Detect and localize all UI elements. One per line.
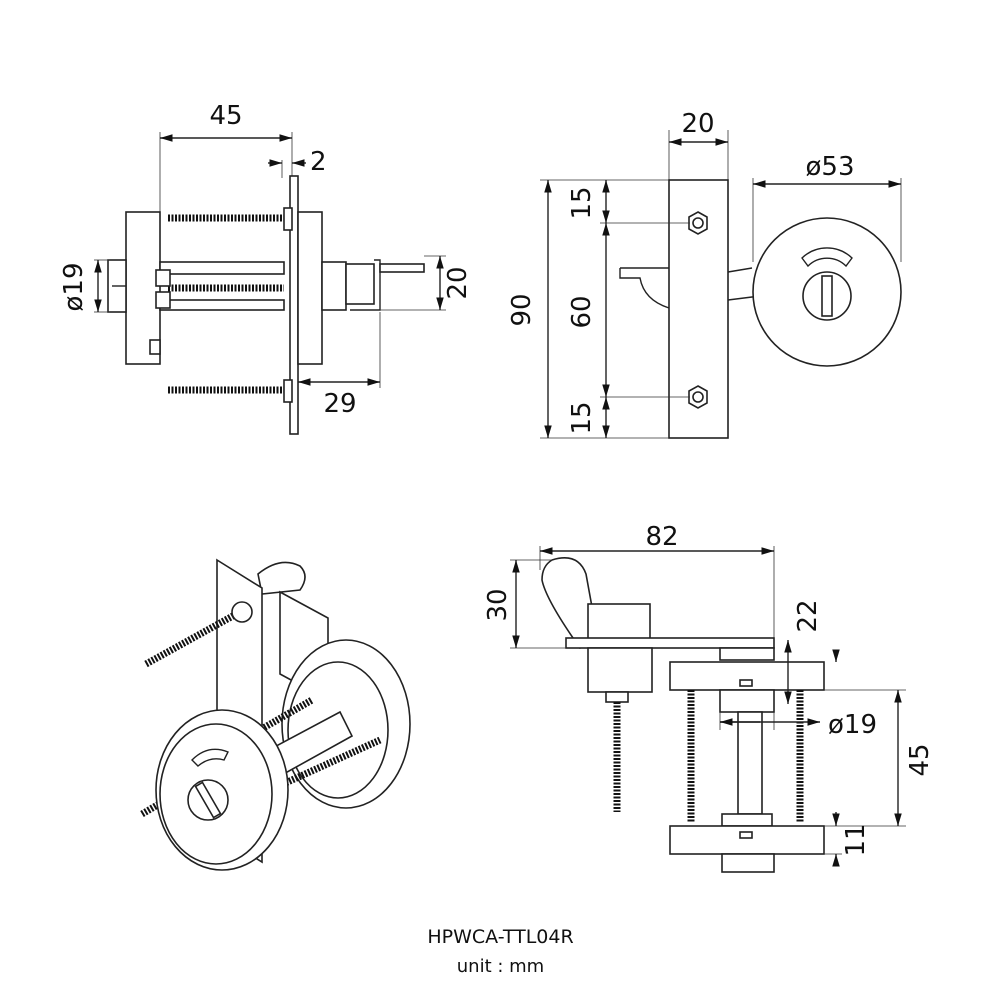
dim-90: 90 — [507, 293, 537, 326]
dim-2: 2 — [310, 147, 327, 177]
dim-dia53: ø53 — [806, 152, 855, 182]
dim-15-bottom: 15 — [567, 401, 597, 434]
indicator-window — [801, 247, 853, 268]
side-view: 45 2 20 — [59, 101, 473, 435]
top-screw — [688, 211, 708, 235]
front-rose — [125, 211, 161, 365]
dim-45: 45 — [209, 101, 242, 131]
dim-29: 29 — [323, 389, 356, 419]
lever — [541, 557, 599, 649]
dim-20-side: 20 — [443, 266, 473, 299]
dim-45-bottom: 45 — [905, 743, 935, 776]
model-number: HPWCA-TTL04R — [427, 926, 574, 948]
isometric-view — [140, 558, 411, 871]
front-view: 20 ø53 90 15 — [507, 109, 902, 439]
bottom-view: 82 30 22 ø19 — [483, 522, 935, 873]
dim-dia19-bottom: ø19 — [828, 710, 877, 740]
dim-11: 11 — [841, 823, 871, 856]
dim-82: 82 — [645, 522, 678, 552]
dim-dia19-side: ø19 — [59, 263, 89, 312]
lower-rose — [669, 825, 825, 855]
dim-60: 60 — [567, 295, 597, 328]
back-housing — [297, 211, 323, 365]
dim-30: 30 — [483, 588, 513, 621]
dim-22: 22 — [793, 599, 823, 632]
bottom-screw — [688, 385, 708, 409]
dim-20-front: 20 — [681, 109, 714, 139]
dim-15-top: 15 — [567, 186, 597, 219]
unit-label: unit : mm — [456, 956, 545, 977]
